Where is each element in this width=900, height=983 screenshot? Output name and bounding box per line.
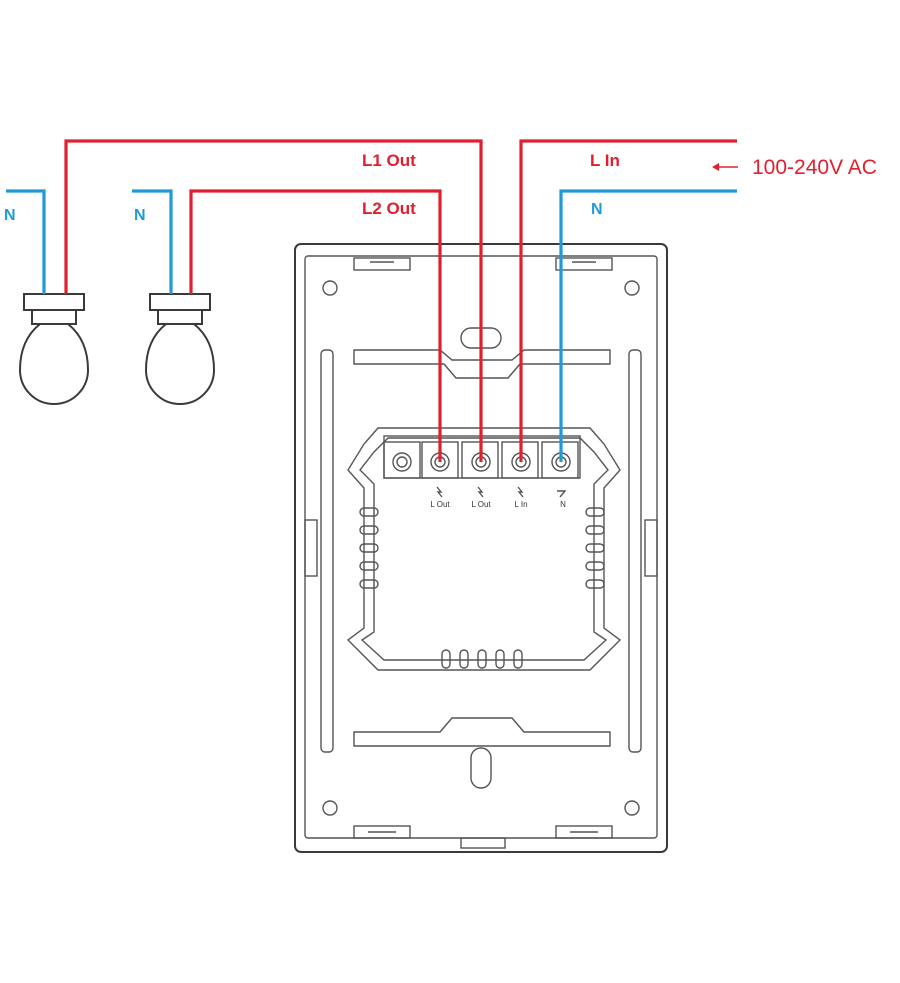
arrow-left-icon [712, 163, 738, 171]
bolt-icon [436, 486, 443, 498]
wire-l2-out [189, 189, 442, 462]
label-supply-voltage: 100-240V AC [752, 156, 877, 179]
neutral-symbol-icon [557, 490, 567, 498]
light-bulb-icon [18, 293, 90, 405]
bolt-icon [517, 486, 524, 498]
wire-l-in [519, 139, 737, 462]
bolt-icon [477, 486, 484, 498]
terminal-label-n: N [560, 500, 566, 509]
label-l2-out: L2 Out [362, 199, 416, 218]
wire-l1-out [64, 139, 483, 462]
terminal-label-l-in: L In [514, 500, 527, 509]
terminal-label-l2-out: L Out [430, 500, 450, 509]
switch-back-plate [294, 243, 668, 853]
label-n-supply: N [591, 201, 603, 218]
label-l1-out: L1 Out [362, 151, 416, 170]
label-n-lamp2: N [134, 207, 146, 224]
light-bulb-icon [144, 293, 216, 405]
terminal-symbols [436, 486, 567, 498]
terminal-label-l1-out: L Out [471, 500, 491, 509]
wire-n-lamp2 [132, 189, 173, 294]
wire-n-lamp1 [6, 189, 46, 294]
label-n-lamp1: N [4, 207, 16, 224]
wire-n-supply [559, 189, 737, 462]
terminal-screw-unused [383, 441, 421, 479]
label-l-in: L In [590, 151, 620, 170]
